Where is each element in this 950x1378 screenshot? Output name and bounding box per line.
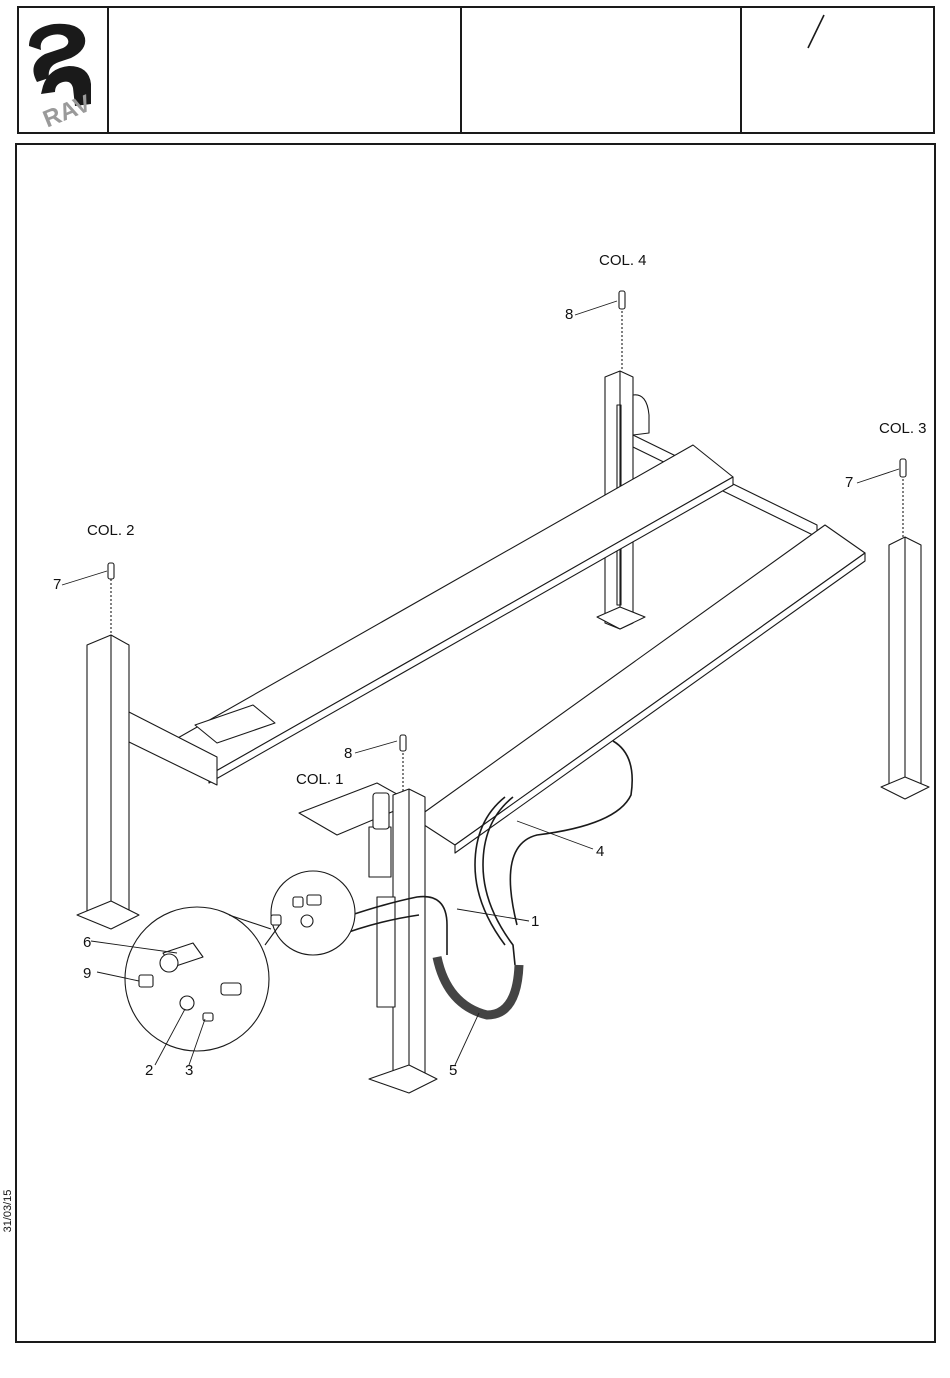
callout-7-col2: 7 xyxy=(53,577,61,592)
callout-3: 3 xyxy=(185,1063,193,1078)
rav-logo: RAV xyxy=(19,8,105,132)
callout-5: 5 xyxy=(449,1063,457,1078)
col-4-label: COL. 4 xyxy=(599,253,647,268)
callout-2: 2 xyxy=(145,1063,153,1078)
detail-circles xyxy=(125,871,355,1051)
col-2-label: COL. 2 xyxy=(87,523,135,538)
callout-4: 4 xyxy=(596,844,604,859)
revision-date: 31/03/15 xyxy=(2,1181,14,1241)
title-cell xyxy=(109,8,462,132)
revision-cell xyxy=(742,8,933,132)
logo-text: RAV xyxy=(39,90,94,132)
column-2-drawing xyxy=(77,563,139,929)
callout-7-col3: 7 xyxy=(845,475,853,490)
code-cell xyxy=(462,8,742,132)
callout-8-col1: 8 xyxy=(344,746,352,761)
callout-9: 9 xyxy=(83,966,91,981)
callout-6: 6 xyxy=(83,935,91,950)
column-3-drawing xyxy=(881,459,929,799)
lift-exploded-view xyxy=(17,145,938,1345)
title-block: RAV xyxy=(17,6,935,134)
callout-1: 1 xyxy=(531,914,539,929)
slash-mark xyxy=(802,12,832,52)
callout-8-col4: 8 xyxy=(565,307,573,322)
col-1-label: COL. 1 xyxy=(296,772,344,787)
left-runway xyxy=(169,445,733,783)
col-3-label: COL. 3 xyxy=(879,421,927,436)
drawing-frame: COL. 4 COL. 3 COL. 2 COL. 1 1 2 3 4 5 6 … xyxy=(15,143,936,1343)
column-4-drawing xyxy=(597,291,649,629)
logo-cell: RAV xyxy=(19,8,109,132)
